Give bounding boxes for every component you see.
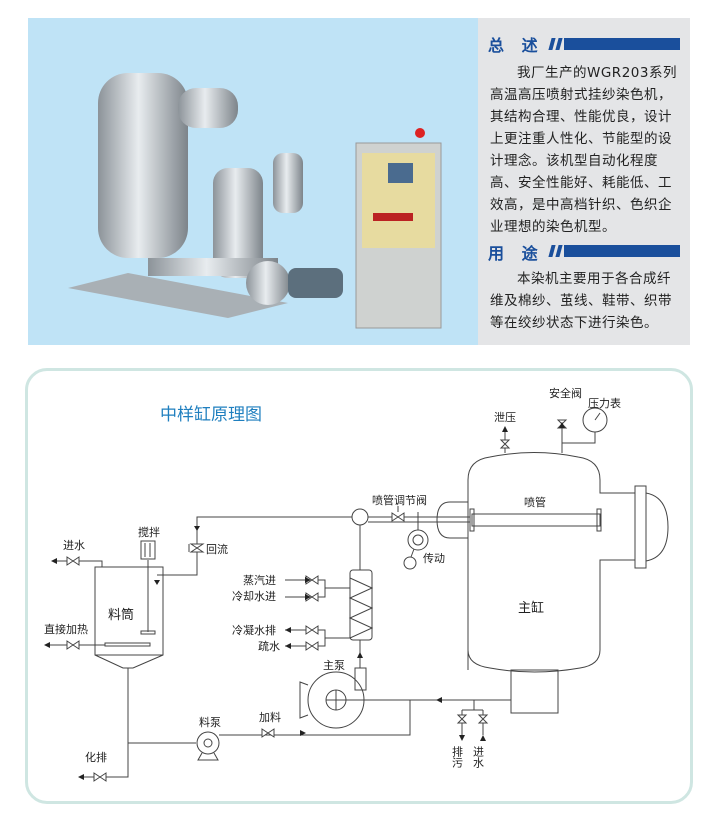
machine-photo (28, 18, 478, 345)
label-condensate-out: 冷凝水排 (232, 623, 276, 637)
label-cooling-in: 冷却水进 (232, 590, 276, 603)
usage-heading: 用 途 (488, 244, 544, 263)
valve-icons (66, 419, 568, 782)
label-feeding: 加料 (259, 710, 281, 724)
label-pressure-gauge: 压力表 (588, 396, 621, 410)
overview-text: 我厂生产的WGR203系列高温高压喷射式挂纱染色机，其结构合理、性能优良，设计上… (490, 65, 677, 235)
label-sewage: 排污 (451, 745, 464, 768)
heading-bar (548, 245, 680, 257)
label-agitator: 搅拌 (138, 525, 160, 539)
label-chem-drain: 化排 (85, 750, 107, 764)
diagram-title: 中样缸原理图 (160, 404, 262, 425)
principle-diagram (25, 368, 693, 804)
label-drive: 传动 (423, 552, 445, 565)
usage-text: 本染机主要用于各合成纤维及棉纱、茧线、鞋带、织带等在绞纱状态下进行染色。 (490, 271, 672, 331)
label-drain-water: 疏水 (258, 639, 280, 653)
label-inlet-water: 进水 (472, 746, 485, 768)
description-panel: 总 述 我厂生产的WGR203系列高温高压喷射式挂纱染色机，其结构合理、性能优良… (478, 18, 690, 345)
label-return-flow: 回流 (206, 542, 228, 556)
label-nozzle-valve: 喷管调节阀 (372, 493, 427, 507)
label-main-pump: 主泵 (323, 659, 345, 672)
heading-bar (548, 38, 680, 50)
label-feed-pump: 料泵 (199, 715, 221, 729)
label-steam-in: 蒸汽进 (243, 573, 276, 587)
label-direct-heat: 直接加热 (44, 622, 88, 636)
label-nozzle: 喷管 (524, 495, 546, 509)
overview-heading: 总 述 (488, 36, 544, 55)
label-water-in: 进水 (63, 539, 85, 552)
label-main-vessel: 主缸 (518, 600, 544, 616)
label-pressure-relief: 泄压 (494, 411, 516, 424)
label-mix-tank: 料筒 (108, 607, 134, 623)
label-safety-valve: 安全阀 (549, 386, 582, 400)
